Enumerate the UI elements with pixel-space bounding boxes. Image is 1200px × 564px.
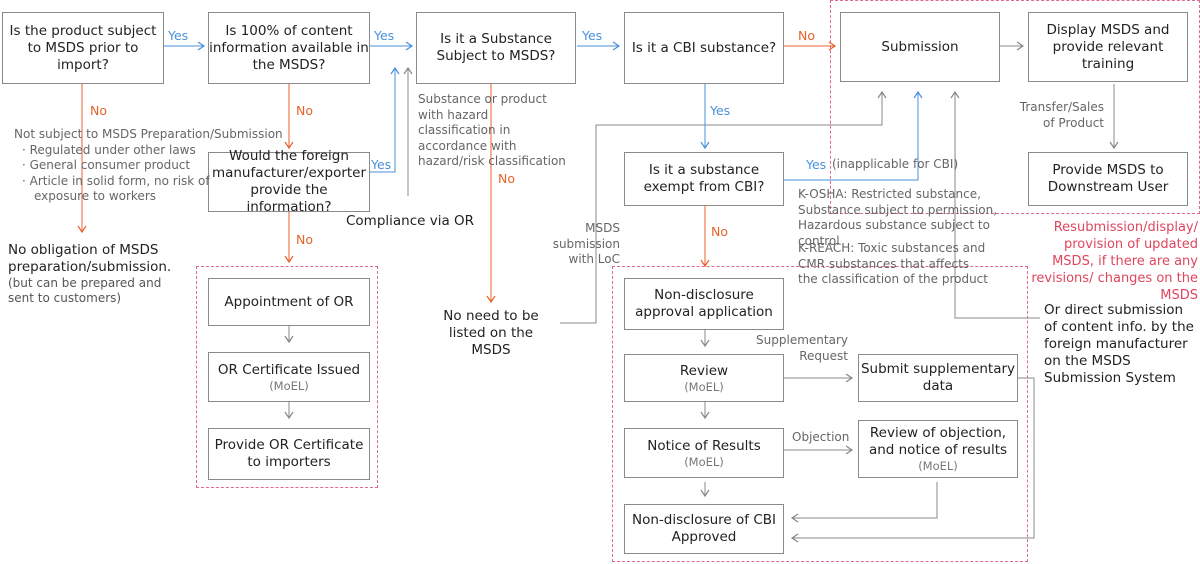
node-or-cert-issued: OR Certificate Issued (MoEL) bbox=[208, 352, 370, 402]
label-transfer-sales: Transfer/Sales of Product bbox=[1019, 100, 1104, 130]
node-full-info: Is 100% of content information available… bbox=[208, 12, 370, 84]
label-no-foreign: No bbox=[296, 232, 313, 247]
node-nd-application: Non-disclosure approval application bbox=[624, 278, 784, 330]
label-no-exempt: No bbox=[711, 224, 728, 239]
label-direct-submission: Or direct submission of content info. by… bbox=[1044, 302, 1194, 386]
not-subject-block: Not subject to MSDS Preparation/Submissi… bbox=[14, 127, 283, 205]
no-obligation-note: (but can be prepared and sent to custome… bbox=[8, 276, 162, 305]
reason-item: exposure to workers bbox=[34, 189, 156, 203]
node-submit-supp: Submit supplementary data bbox=[858, 354, 1018, 402]
node-review-objection-label: Review of objection, and notice of resul… bbox=[868, 425, 1008, 458]
edge-exempt-yes bbox=[784, 90, 923, 181]
node-exempt-cbi-label: Is it a substance exempt from CBI? bbox=[643, 162, 765, 195]
node-foreign-provide: Would the foreign manufacturer/exporter … bbox=[208, 148, 370, 215]
node-or-cert-issued-label: OR Certificate Issued bbox=[217, 361, 361, 378]
node-notice-results: Notice of Results (MoEL) bbox=[624, 428, 784, 478]
node-nd-application-label: Non-disclosure approval application bbox=[635, 287, 773, 320]
node-review-objection-sub: (MoEL) bbox=[918, 459, 958, 473]
node-substance-subject-label: Is it a Substance Subject to MSDS? bbox=[436, 31, 556, 64]
node-submission-label: Submission bbox=[881, 38, 959, 55]
label-no-2: No bbox=[296, 103, 313, 118]
label-yes-foreign: Yes bbox=[371, 157, 392, 172]
label-objection: Objection bbox=[792, 430, 850, 444]
node-review-objection: Review of objection, and notice of resul… bbox=[858, 420, 1018, 478]
node-display-msds: Display MSDS and provide relevant traini… bbox=[1028, 12, 1188, 82]
node-appointment-or: Appointment of OR bbox=[208, 278, 370, 326]
node-display-msds-label: Display MSDS and provide relevant traini… bbox=[1046, 21, 1170, 72]
no-obligation-text: No obligation of MSDS preparation/submis… bbox=[8, 242, 172, 275]
reason-item: · General consumer product bbox=[22, 158, 191, 172]
edge-objection-return bbox=[790, 482, 938, 523]
node-appointment-or-label: Appointment of OR bbox=[224, 293, 354, 310]
label-msds-loc: MSDS submission with LoC bbox=[552, 221, 620, 266]
label-no-cbi: No bbox=[798, 28, 815, 43]
not-subject-reasons: · Regulated under other laws · General c… bbox=[22, 143, 283, 205]
node-submission: Submission bbox=[840, 12, 1000, 82]
node-nd-approved-label: Non-disclosure of CBI Approved bbox=[632, 512, 776, 545]
node-review-sub: (MoEL) bbox=[684, 379, 724, 394]
label-compliance-or: Compliance via OR bbox=[346, 213, 475, 229]
label-no-3: No bbox=[498, 171, 515, 186]
label-resubmission: Resubmission/display/ provision of updat… bbox=[1031, 220, 1198, 303]
label-kreach: K-REACH: Toxic substances and CMR substa… bbox=[798, 241, 988, 286]
node-provide-downstream: Provide MSDS to Downstream User bbox=[1028, 152, 1188, 206]
node-provide-or-cert: Provide OR Certificate to importers bbox=[208, 428, 370, 480]
node-subject-msds: Is the product subject to MSDS prior to … bbox=[2, 12, 164, 84]
node-review: Review (MoEL) bbox=[624, 354, 784, 402]
reason-item: · Regulated under other laws bbox=[22, 142, 196, 157]
label-inapplicable-cbi: (inapplicable for CBI) bbox=[832, 157, 959, 171]
label-no-need-listed: No need to be listed on the MSDS bbox=[443, 308, 539, 358]
label-kosha: K-OSHA: Restricted substance, Substance … bbox=[798, 187, 998, 248]
label-yes-3: Yes bbox=[582, 28, 603, 43]
node-provide-or-cert-label: Provide OR Certificate to importers bbox=[214, 437, 364, 470]
edge-foreign-yes bbox=[370, 66, 400, 173]
node-nd-approved: Non-disclosure of CBI Approved bbox=[624, 504, 784, 554]
node-provide-downstream-label: Provide MSDS to Downstream User bbox=[1047, 162, 1169, 195]
reason-item: · Article in solid form, no risk of bbox=[22, 173, 210, 188]
cbi-process-region bbox=[612, 266, 1028, 562]
node-exempt-cbi: Is it a substance exempt from CBI? bbox=[624, 152, 784, 206]
edge-supp-return bbox=[790, 377, 1035, 543]
node-submit-supp-label: Submit supplementary data bbox=[860, 361, 1016, 394]
label-yes-cbi: Yes bbox=[710, 103, 731, 118]
label-supplementary-request: Supplementary Request bbox=[756, 333, 848, 363]
node-foreign-provide-label: Would the foreign manufacturer/exporter … bbox=[211, 148, 367, 215]
label-no-1: No bbox=[90, 103, 107, 118]
node-cbi: Is it a CBI substance? bbox=[624, 12, 784, 84]
node-cbi-label: Is it a CBI substance? bbox=[631, 39, 777, 56]
node-substance-subject: Is it a Substance Subject to MSDS? bbox=[416, 12, 576, 84]
node-notice-results-label: Notice of Results bbox=[647, 437, 761, 454]
edge-direct-sub bbox=[950, 90, 1040, 319]
node-full-info-label: Is 100% of content information available… bbox=[209, 22, 369, 73]
or-process-region bbox=[196, 266, 378, 488]
node-or-cert-issued-sub: (MoEL) bbox=[269, 378, 309, 393]
node-review-label: Review bbox=[679, 362, 729, 379]
not-subject-title: Not subject to MSDS Preparation/Submissi… bbox=[14, 127, 283, 141]
edge-loc bbox=[560, 90, 887, 324]
node-subject-msds-label: Is the product subject to MSDS prior to … bbox=[9, 22, 157, 73]
node-notice-results-sub: (MoEL) bbox=[684, 454, 724, 469]
label-yes-exempt: Yes bbox=[806, 157, 827, 172]
label-yes-1: Yes bbox=[168, 28, 189, 43]
label-yes-2: Yes bbox=[374, 28, 395, 43]
no-obligation-block: No obligation of MSDS preparation/submis… bbox=[8, 242, 178, 306]
label-hazard-class: Substance or product with hazard classif… bbox=[418, 92, 566, 168]
